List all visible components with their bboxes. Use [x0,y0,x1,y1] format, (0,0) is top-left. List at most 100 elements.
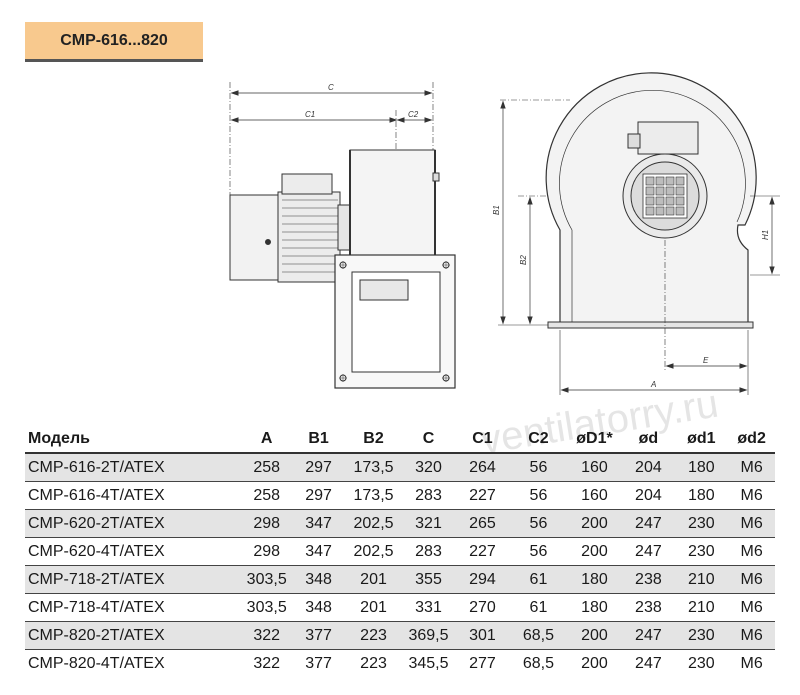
table-cell-model: CMP-616-2T/ATEX [25,453,241,482]
column-header-c2: C2 [510,425,567,454]
table-cell-value: 297 [292,481,345,510]
table-cell-value: 270 [454,593,511,622]
table-cell-value: 331 [402,593,455,622]
dim-label-e: E [703,356,709,365]
table-cell-value: 173,5 [344,453,403,482]
table-cell-value: 377 [305,654,332,672]
table-cell-value: 297 [292,453,345,482]
table-cell-value: 223 [344,621,403,650]
table-cell-value: 264 [454,453,511,482]
table-cell-value: 369,5 [402,621,455,650]
table-cell-value: 320 [402,453,455,482]
table-cell-model: CMP-718-2T/ATEX [25,565,241,594]
table-cell-value: 348 [292,565,345,594]
table-cell-value: 230 [674,509,729,538]
table-cell-value: M6 [728,453,775,482]
table-cell-value: 227 [454,481,511,510]
table-cell-value: 247 [622,537,675,566]
table-cell-value: 277 [469,654,496,672]
table-cell-value: 180 [674,453,729,482]
table-cell-value: 201 [344,565,403,594]
table-cell-value: 347 [292,509,345,538]
column-header-c: C [402,425,455,454]
table-cell-model: CMP-718-4T/ATEX [25,593,241,622]
fan-technical-drawing: C C1 C2 B1 B2 H1 E A [229,72,780,395]
table-cell-value: 200 [566,621,623,650]
table-cell-value: 258 [240,453,293,482]
table-cell-value: 160 [566,453,623,482]
table-cell-value: 173,5 [344,481,403,510]
table-cell-value: 230 [687,654,715,672]
table-cell-value: 210 [674,593,729,622]
table-cell-value: 345,5 [408,654,449,672]
table-cell-value: 322 [240,621,293,650]
table-cell-value: 56 [510,481,567,510]
table-cell-value: 321 [402,509,455,538]
table-cell-value: 210 [674,565,729,594]
table-cell-value: 294 [454,565,511,594]
table-cell-value: 238 [622,593,675,622]
table-cell-value: 347 [292,537,345,566]
table-cell-value: 200 [566,537,623,566]
table-cell-value: 56 [510,509,567,538]
table-cell-value: 202,5 [344,509,403,538]
table-cell-value: 283 [402,537,455,566]
dim-label-h1: H1 [761,230,770,240]
table-cell-value: M6 [740,654,763,672]
table-cell-value: 230 [674,621,729,650]
table-cell-value: 180 [566,565,623,594]
dim-label-a: A [650,380,656,389]
table-cell-value: 61 [510,593,567,622]
table-cell-value: M6 [728,537,775,566]
table-cell-value: 160 [566,481,623,510]
table-cell-value: 180 [566,593,623,622]
table-cell-value: M6 [728,509,775,538]
column-header-d1: øD1* [566,425,623,454]
dim-label-b2: B2 [519,255,528,265]
column-header-b1: B1 [292,425,345,454]
dim-label-c1: C1 [305,110,315,119]
table-cell-value: 227 [454,537,511,566]
column-header-d2: ød2 [728,425,775,454]
table-cell-value: 303,5 [240,593,293,622]
table-cell-value: 68,5 [510,621,567,650]
table-cell-value: 180 [674,481,729,510]
table-cell-value: 247 [635,654,662,672]
table-cell-value: 377 [292,621,345,650]
table-cell-value: 200 [566,509,623,538]
table-cell-value: 301 [454,621,511,650]
table-cell-model: CMP-820-4T/ATEX [28,654,165,672]
table-cell-value: 61 [510,565,567,594]
table-cell-model: CMP-616-4T/ATEX [25,481,241,510]
model-series-title: CMP-616...820 [25,22,203,62]
table-cell-value: 298 [240,509,293,538]
column-header-b2: B2 [344,425,403,454]
table-cell-value: 238 [622,565,675,594]
table-cell-value: 298 [240,537,293,566]
table-cell-value: 247 [622,509,675,538]
table-cell-value: 223 [360,654,387,672]
table-cell-model: CMP-620-4T/ATEX [25,537,241,566]
table-cell-value: 56 [510,537,567,566]
table-cell-value: M6 [728,481,775,510]
column-header-d: ød [622,425,675,454]
column-header-d1-small: ød1 [674,425,729,454]
table-cell-value: 204 [622,481,675,510]
table-cell-value: 322 [253,654,281,672]
table-cell-value: 68,5 [522,654,555,672]
table-cell-value: 348 [292,593,345,622]
table-header-row: Модель A B1 B2 C C1 C2 øD1* ød ød1 ød2 [25,425,775,454]
column-header-a: A [240,425,293,454]
dim-label-c: C [328,83,334,92]
table-cell-value: 258 [240,481,293,510]
table-cell-value: M6 [728,593,775,622]
table-cell-value: 355 [402,565,455,594]
table-cell-value: 230 [674,537,729,566]
